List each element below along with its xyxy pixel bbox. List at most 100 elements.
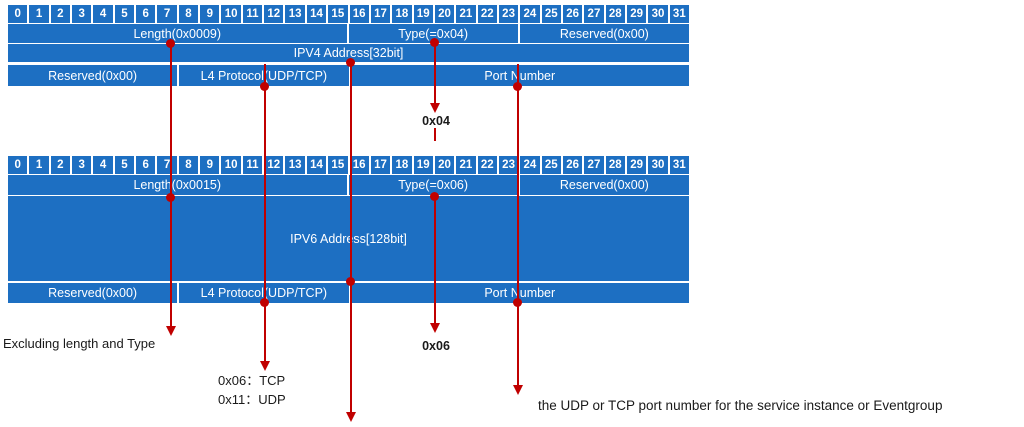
bit-number-cell: 3 — [72, 156, 92, 174]
ipv4-address-field: IPV4 Address[32bit] — [8, 44, 689, 62]
bit-number-cell: 16 — [349, 156, 369, 174]
type2-connector-line — [434, 197, 436, 324]
bit-number-cell: 13 — [285, 5, 305, 23]
l4-protocol-connector-dot — [260, 298, 269, 307]
bit-number-cell: 6 — [136, 5, 156, 23]
bit-number-cell: 28 — [605, 5, 625, 23]
address-connector-dot — [346, 277, 355, 286]
bit-number-cell: 13 — [285, 156, 305, 174]
bit-number-cell: 4 — [93, 156, 113, 174]
bit-number-cell: 27 — [584, 156, 604, 174]
bit-number-cell: 26 — [562, 5, 583, 23]
bit-number-cell: 19 — [413, 5, 433, 23]
type1-connector-line — [434, 43, 436, 104]
bit-number-cell: 14 — [306, 5, 327, 23]
bit-number-cell: 6 — [136, 156, 156, 174]
bit-number-cell: 1 — [29, 5, 49, 23]
type-field: Type(=0x06) — [348, 175, 518, 195]
bit-number-cell: 24 — [520, 5, 540, 23]
length-connector-line — [170, 43, 172, 327]
arrow-down-icon — [513, 385, 523, 395]
reserved-l4-port-row: Reserved(0x00) L4 Protocol(UDP/TCP) Port… — [8, 65, 689, 86]
bit-number-cell: 30 — [648, 156, 668, 174]
bit-number-cell: 16 — [349, 5, 369, 23]
bit-number-cell: 2 — [50, 156, 71, 174]
l4-tcp-value: 0x06：TCP — [218, 373, 286, 388]
bit-number-cell: 22 — [477, 156, 497, 174]
bit-number-cell: 31 — [669, 156, 689, 174]
reserved-field: Reserved(0x00) — [519, 24, 689, 43]
reserved-l4-port-row: Reserved(0x00) L4 Protocol(UDP/TCP) Port… — [8, 283, 689, 303]
address-connector-line — [350, 63, 352, 413]
type-field: Type(=0x04) — [348, 24, 518, 43]
bit-number-cell: 26 — [562, 156, 583, 174]
bit-number-cell: 8 — [178, 156, 199, 174]
type2-connector-dot — [430, 192, 439, 201]
bit-number-cell: 12 — [264, 5, 284, 23]
bit-number-cell: 7 — [157, 156, 177, 174]
arrow-down-icon — [260, 361, 270, 371]
length-note: Excluding length and Type — [3, 336, 156, 351]
bit-number-cell: 27 — [584, 5, 604, 23]
bit-number-cell: 1 — [29, 156, 49, 174]
length-connector-dot — [166, 193, 175, 202]
l4-protocol-field: L4 Protocol(UDP/TCP) — [179, 65, 349, 86]
type2-value-label: 0x06 — [422, 339, 450, 353]
bit-number-cell: 4 — [93, 5, 113, 23]
bit-number-cell: 20 — [434, 156, 455, 174]
l4-protocol-field: L4 Protocol(UDP/TCP) — [179, 283, 349, 303]
bit-number-cell: 7 — [157, 5, 177, 23]
bit-number-cell: 5 — [114, 156, 135, 174]
bit-number-cell: 14 — [306, 156, 327, 174]
bit-number-cell: 2 — [50, 5, 71, 23]
bit-number-cell: 11 — [242, 156, 263, 174]
length-field: Length(0x0015) — [8, 175, 347, 195]
arrow-down-icon — [346, 412, 356, 422]
l4-protocol-connector-dot — [260, 82, 269, 91]
bit-number-cell: 9 — [200, 156, 220, 174]
bit-number-cell: 15 — [328, 156, 348, 174]
bit-number-cell: 31 — [669, 5, 689, 23]
bit-number-cell: 23 — [498, 5, 519, 23]
bit-number-cell: 10 — [221, 5, 241, 23]
bit-number-cell: 20 — [434, 5, 455, 23]
reserved-field: Reserved(0x00) — [8, 283, 178, 303]
bit-number-cell: 23 — [498, 156, 519, 174]
bit-number-cell: 25 — [541, 5, 561, 23]
bit-number-cell: 11 — [242, 5, 263, 23]
bit-number-cell: 28 — [605, 156, 625, 174]
type1-connector-dot — [430, 38, 439, 47]
bit-number-cell: 12 — [264, 156, 284, 174]
bit-number-cell: 0 — [8, 5, 28, 23]
bit-number-cell: 29 — [626, 156, 647, 174]
address-row: IPV4 Address[32bit] — [8, 44, 689, 62]
bit-number-cell: 15 — [328, 5, 348, 23]
type1-value-label: 0x04 — [422, 114, 450, 128]
bit-number-cell: 8 — [178, 5, 199, 23]
bit-number-cell: 5 — [114, 5, 135, 23]
bit-number-cell: 29 — [626, 5, 647, 23]
bit-number-cell: 21 — [456, 5, 476, 23]
bit-number-cell: 10 — [221, 156, 241, 174]
bit-number-cell: 0 — [8, 156, 28, 174]
port-connector-dot — [513, 298, 522, 307]
reserved-field: Reserved(0x00) — [519, 175, 689, 195]
address-row: IPV6 Address[128bit] — [8, 196, 689, 281]
port-connector-line — [517, 64, 519, 386]
arrow-down-icon — [430, 103, 440, 113]
bit-number-cell: 19 — [413, 156, 433, 174]
bit-number-cell: 24 — [520, 156, 540, 174]
l4-protocol-values-note: 0x06：TCP 0x11：UDP — [218, 371, 286, 409]
ipv6-address-field: IPV6 Address[128bit] — [8, 196, 689, 281]
bit-number-cell: 3 — [72, 5, 92, 23]
length-type-reserved-row: Length(0x0009) Type(=0x04) Reserved(0x00… — [8, 24, 689, 43]
length-type-reserved-row: Length(0x0015) Type(=0x06) Reserved(0x00… — [8, 175, 689, 195]
bit-number-cell: 18 — [392, 5, 412, 23]
port-note: the UDP or TCP port number for the servi… — [538, 398, 943, 413]
bit-number-cell: 18 — [392, 156, 412, 174]
bit-number-cell: 17 — [370, 5, 391, 23]
arrow-down-icon — [430, 323, 440, 333]
